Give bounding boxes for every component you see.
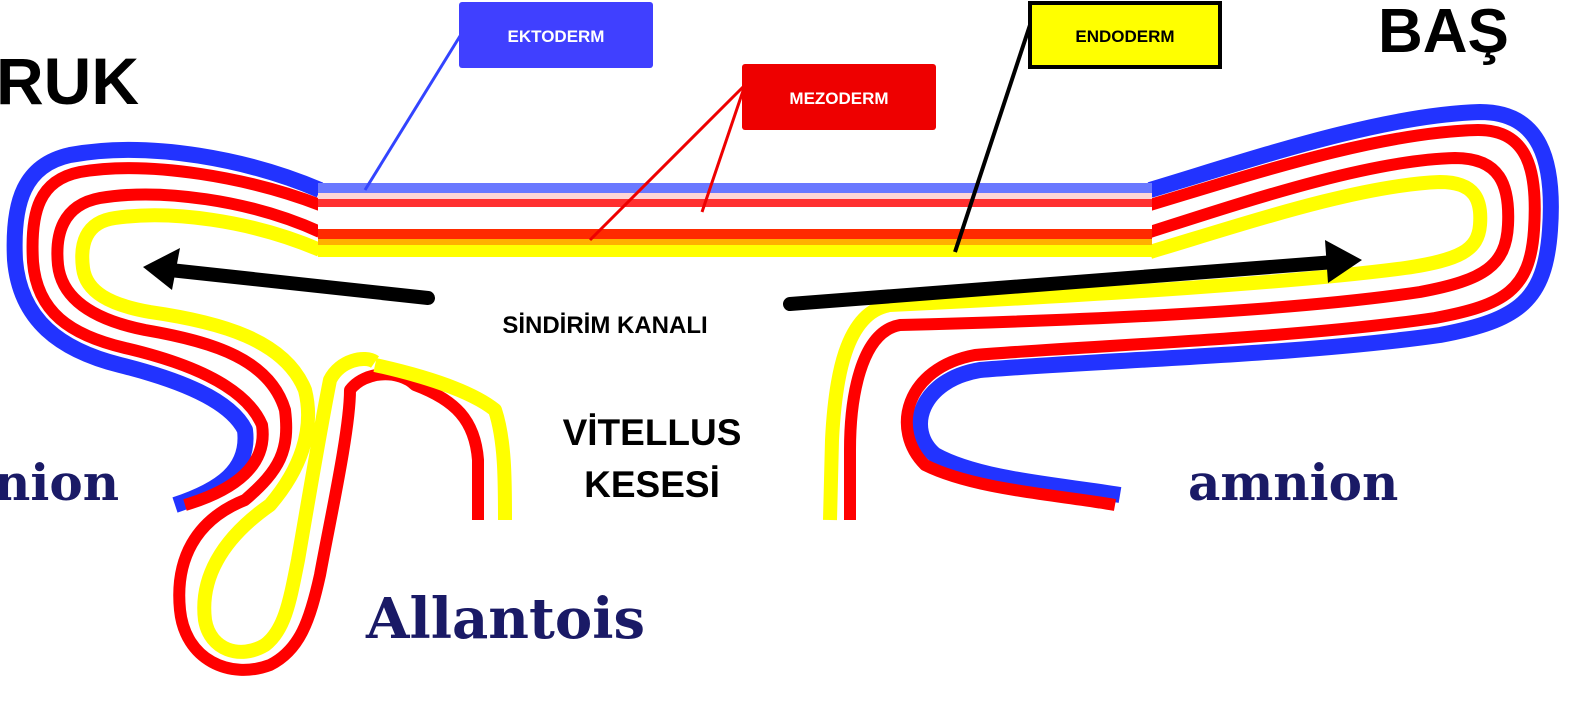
head-label: BAŞ [1378, 0, 1509, 66]
gut-label: SİNDİRİM KANALI [502, 312, 707, 339]
endoderm-label: ENDODERM [1075, 27, 1174, 46]
embryonic-disc [318, 183, 1152, 257]
tail-label: RUK [0, 44, 139, 118]
disc-ectoderm-band [318, 183, 1152, 193]
yolk-sac-label-line1: VİTELLUS [563, 412, 742, 453]
disc-mesoderm-band-inner [318, 229, 1152, 239]
disc-orange-band [318, 239, 1152, 245]
gut-arrow-left-shaft [170, 270, 428, 298]
disc-white-gap-2 [318, 207, 1152, 229]
mesoderm-label: MEZODERM [789, 89, 888, 108]
yolk-sac-label-line2: KESESİ [584, 464, 720, 505]
disc-mesoderm-band-outer [318, 199, 1152, 207]
ectoderm-leader-line [365, 28, 465, 190]
amnion-left-label: nion [0, 453, 119, 512]
disc-endoderm-band [318, 245, 1152, 257]
allantois-label: Allantois [365, 586, 645, 652]
disc-white-gap-1 [318, 193, 1152, 199]
endoderm-label-box: ENDODERM [1030, 3, 1220, 67]
ectoderm-label: EKTODERM [508, 27, 605, 46]
ectoderm-label-box: EKTODERM [459, 2, 653, 68]
gut-arrow-left-head [143, 248, 180, 290]
mesoderm-label-box: MEZODERM [742, 64, 936, 130]
amnion-right-label: amnion [1188, 453, 1398, 512]
endoderm-yolk-left [375, 365, 505, 520]
ectoderm-left-contour [15, 150, 320, 505]
